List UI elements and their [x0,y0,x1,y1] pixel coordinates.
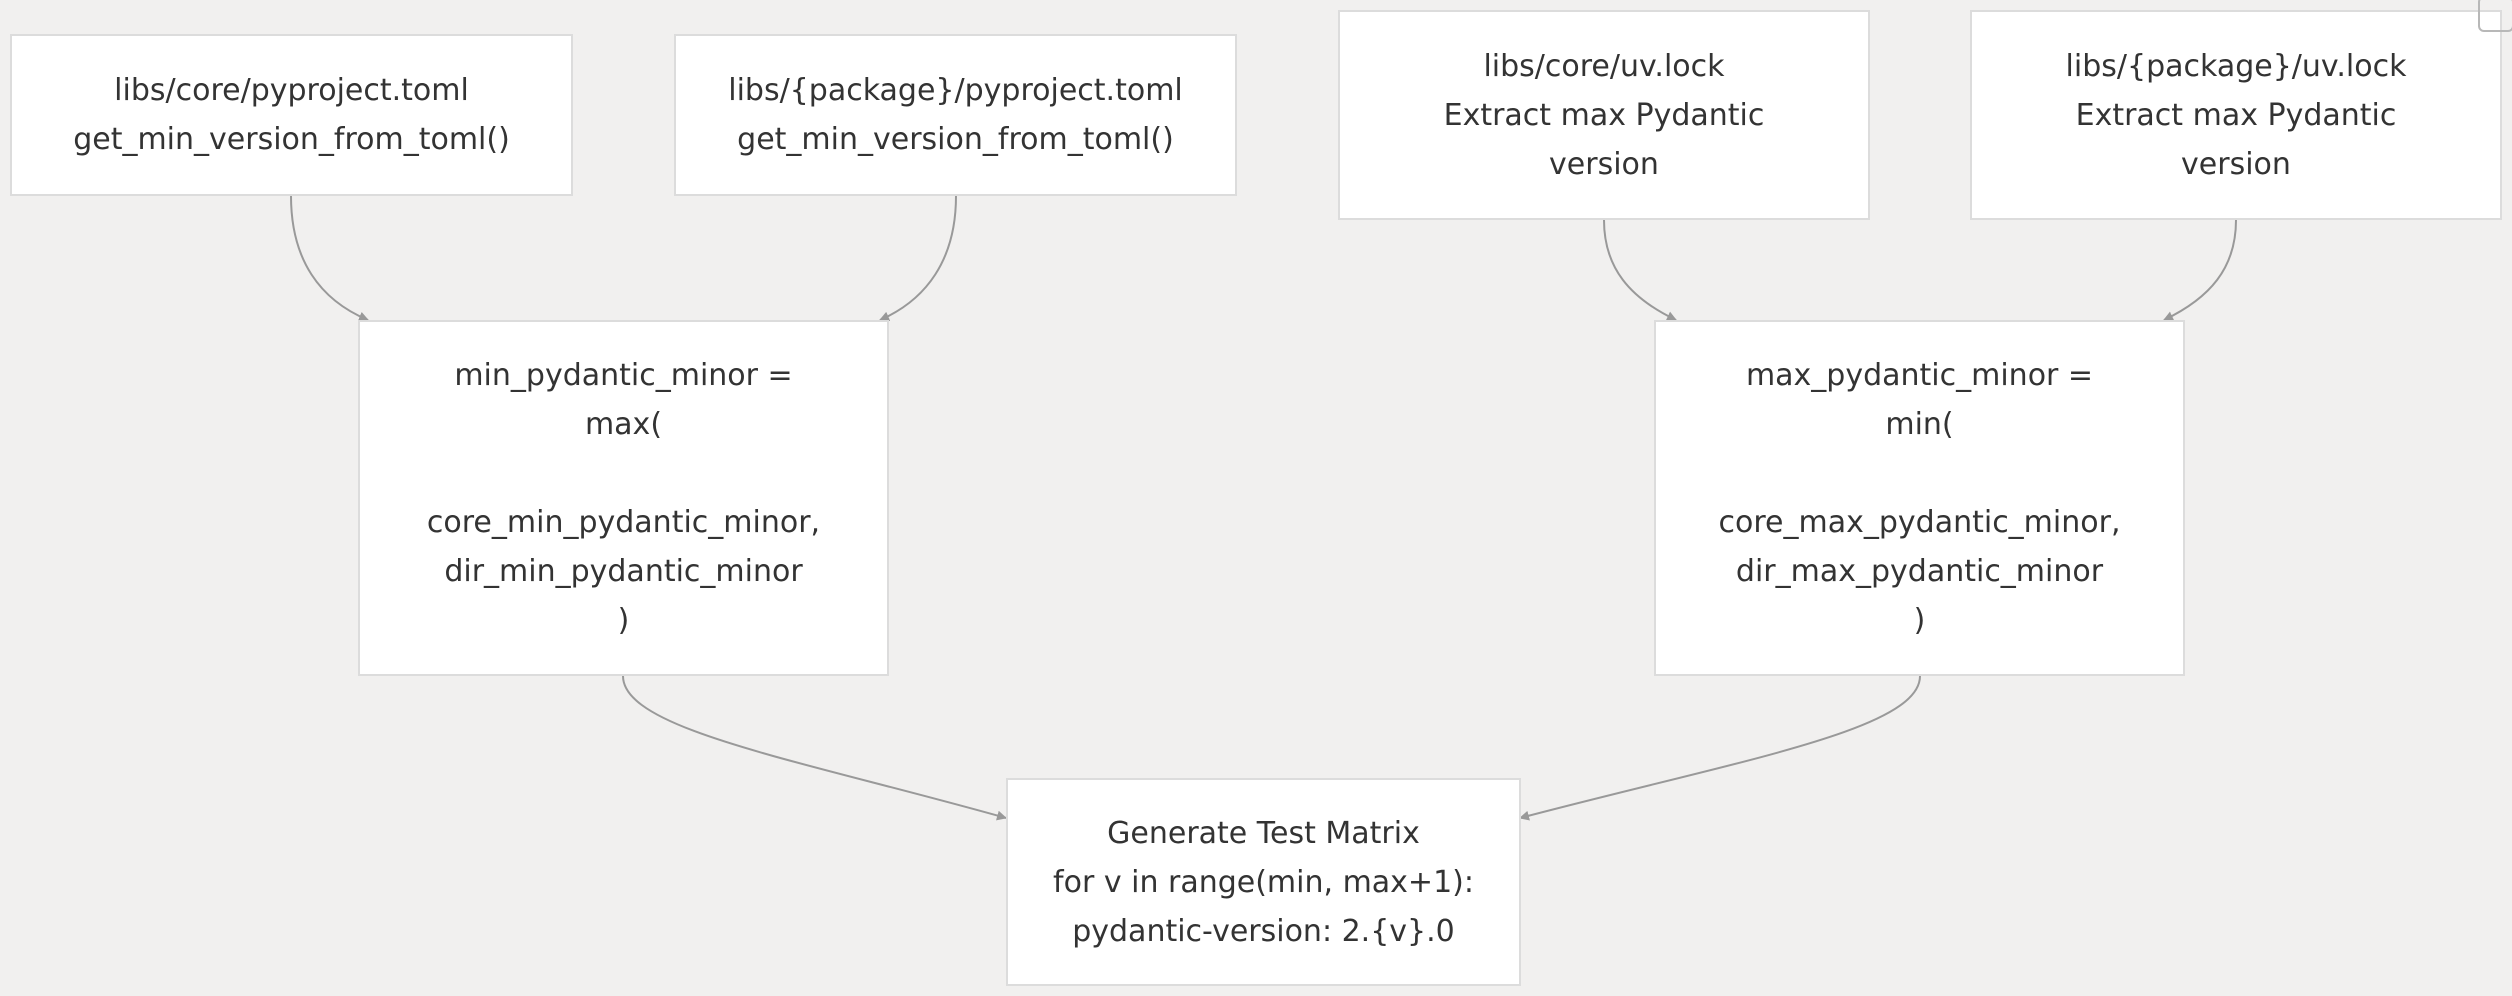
node-package-uv-lock-label: libs/{package}/uv.lock Extract max Pydan… [2065,48,2407,182]
edge-max-calc-to-matrix [1519,675,1921,821]
node-core-pyproject-toml-label: libs/core/pyproject.toml get_min_version… [73,73,510,157]
node-max-pydantic-minor: max_pydantic_minor = min( core_max_pydan… [1654,320,2185,676]
node-max-pydantic-minor-label: max_pydantic_minor = min( core_max_pydan… [1718,358,2121,638]
node-package-uv-lock: libs/{package}/uv.lock Extract max Pydan… [1970,0,2512,220]
edge-core-lock-to-max-calc [1603,219,1677,321]
edge-pkg-lock-to-max-calc [2163,219,2237,321]
node-core-pyproject-toml: libs/core/pyproject.toml get_min_version… [10,34,573,196]
edge-pkg-toml-to-min-calc [879,195,957,321]
corner-handle-icon [2478,0,2512,32]
node-package-pyproject-toml: libs/{package}/pyproject.toml get_min_ve… [674,34,1237,196]
node-generate-test-matrix: Generate Test Matrix for v in range(min,… [1006,778,1521,986]
node-generate-test-matrix-label: Generate Test Matrix for v in range(min,… [1053,815,1474,949]
node-package-pyproject-toml-label: libs/{package}/pyproject.toml get_min_ve… [728,73,1183,157]
node-core-uv-lock: libs/core/uv.lock Extract max Pydantic v… [1338,10,1870,220]
node-core-uv-lock-label: libs/core/uv.lock Extract max Pydantic v… [1443,48,1765,182]
node-min-pydantic-minor: min_pydantic_minor = max( core_min_pydan… [358,320,889,676]
node-min-pydantic-minor-label: min_pydantic_minor = max( core_min_pydan… [426,358,821,638]
edge-core-toml-to-min-calc [290,195,369,322]
edge-min-calc-to-matrix [622,675,1007,821]
